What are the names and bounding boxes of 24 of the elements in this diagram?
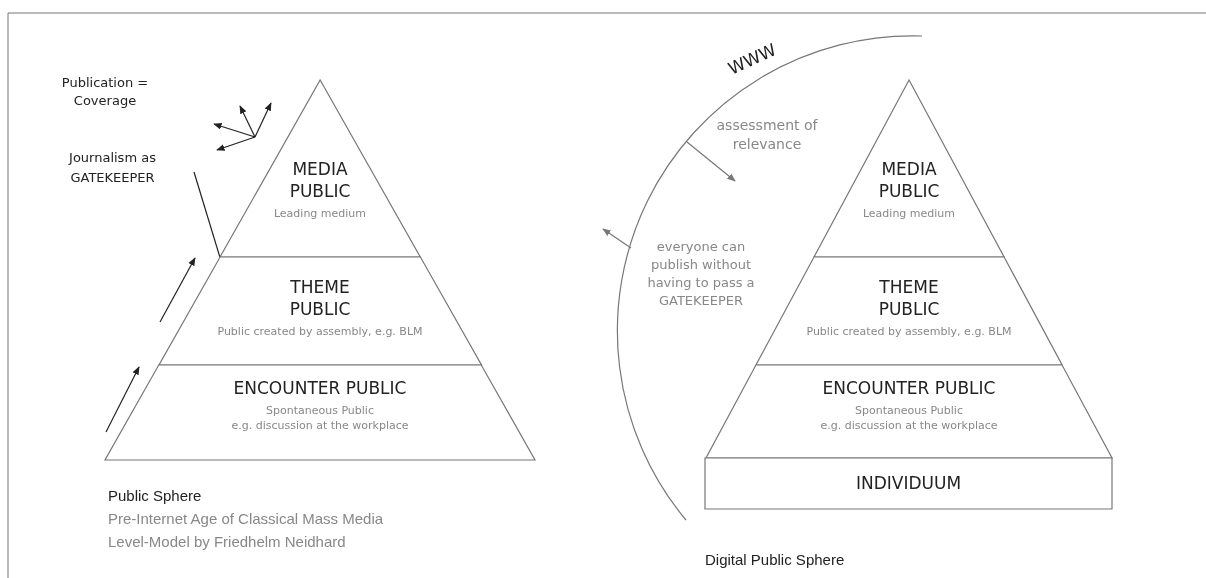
tier-title: ENCOUNTER PUBLIC — [233, 377, 407, 399]
caption-subtitle: Level-Model by Friedhelm Neidhard — [108, 532, 347, 552]
annotation-text: Journalism as GATEKEEPER — [67, 149, 157, 187]
tier-title: ENCOUNTER PUBLIC — [822, 377, 996, 399]
annotation-text: assessment of relevance — [715, 116, 819, 154]
tier-description: Public created by assembly, e.g. BLM — [217, 324, 423, 339]
tier-title: INDIVIDUUM — [855, 472, 962, 494]
tier-title: MEDIA PUBLIC — [877, 158, 941, 202]
tier-description: Leading medium — [862, 206, 956, 221]
tier-title: THEME PUBLIC — [877, 276, 941, 320]
tier-description: Spontaneous Public — [855, 403, 963, 418]
tier-description: e.g. discussion at the workplace — [820, 418, 998, 433]
caption-title: Public Sphere — [108, 486, 203, 506]
caption-subtitle: Pre-Internet Age of Classical Mass Media — [108, 509, 385, 529]
caption-title: Digital Public Sphere — [705, 550, 846, 570]
tier-description: Spontaneous Public — [266, 403, 374, 418]
tier-description: e.g. discussion at the workplace — [231, 418, 409, 433]
annotation-text: everyone can publish without having to pass a GATEKEEPER — [646, 238, 756, 310]
annotation-text: Publication = Coverage — [60, 74, 150, 110]
tier-title: THEME PUBLIC — [288, 276, 352, 320]
leader-line — [193, 171, 221, 258]
tier-title: MEDIA PUBLIC — [288, 158, 352, 202]
tier-description: Leading medium — [273, 206, 367, 221]
tier-description: Public created by assembly, e.g. BLM — [806, 324, 1012, 339]
